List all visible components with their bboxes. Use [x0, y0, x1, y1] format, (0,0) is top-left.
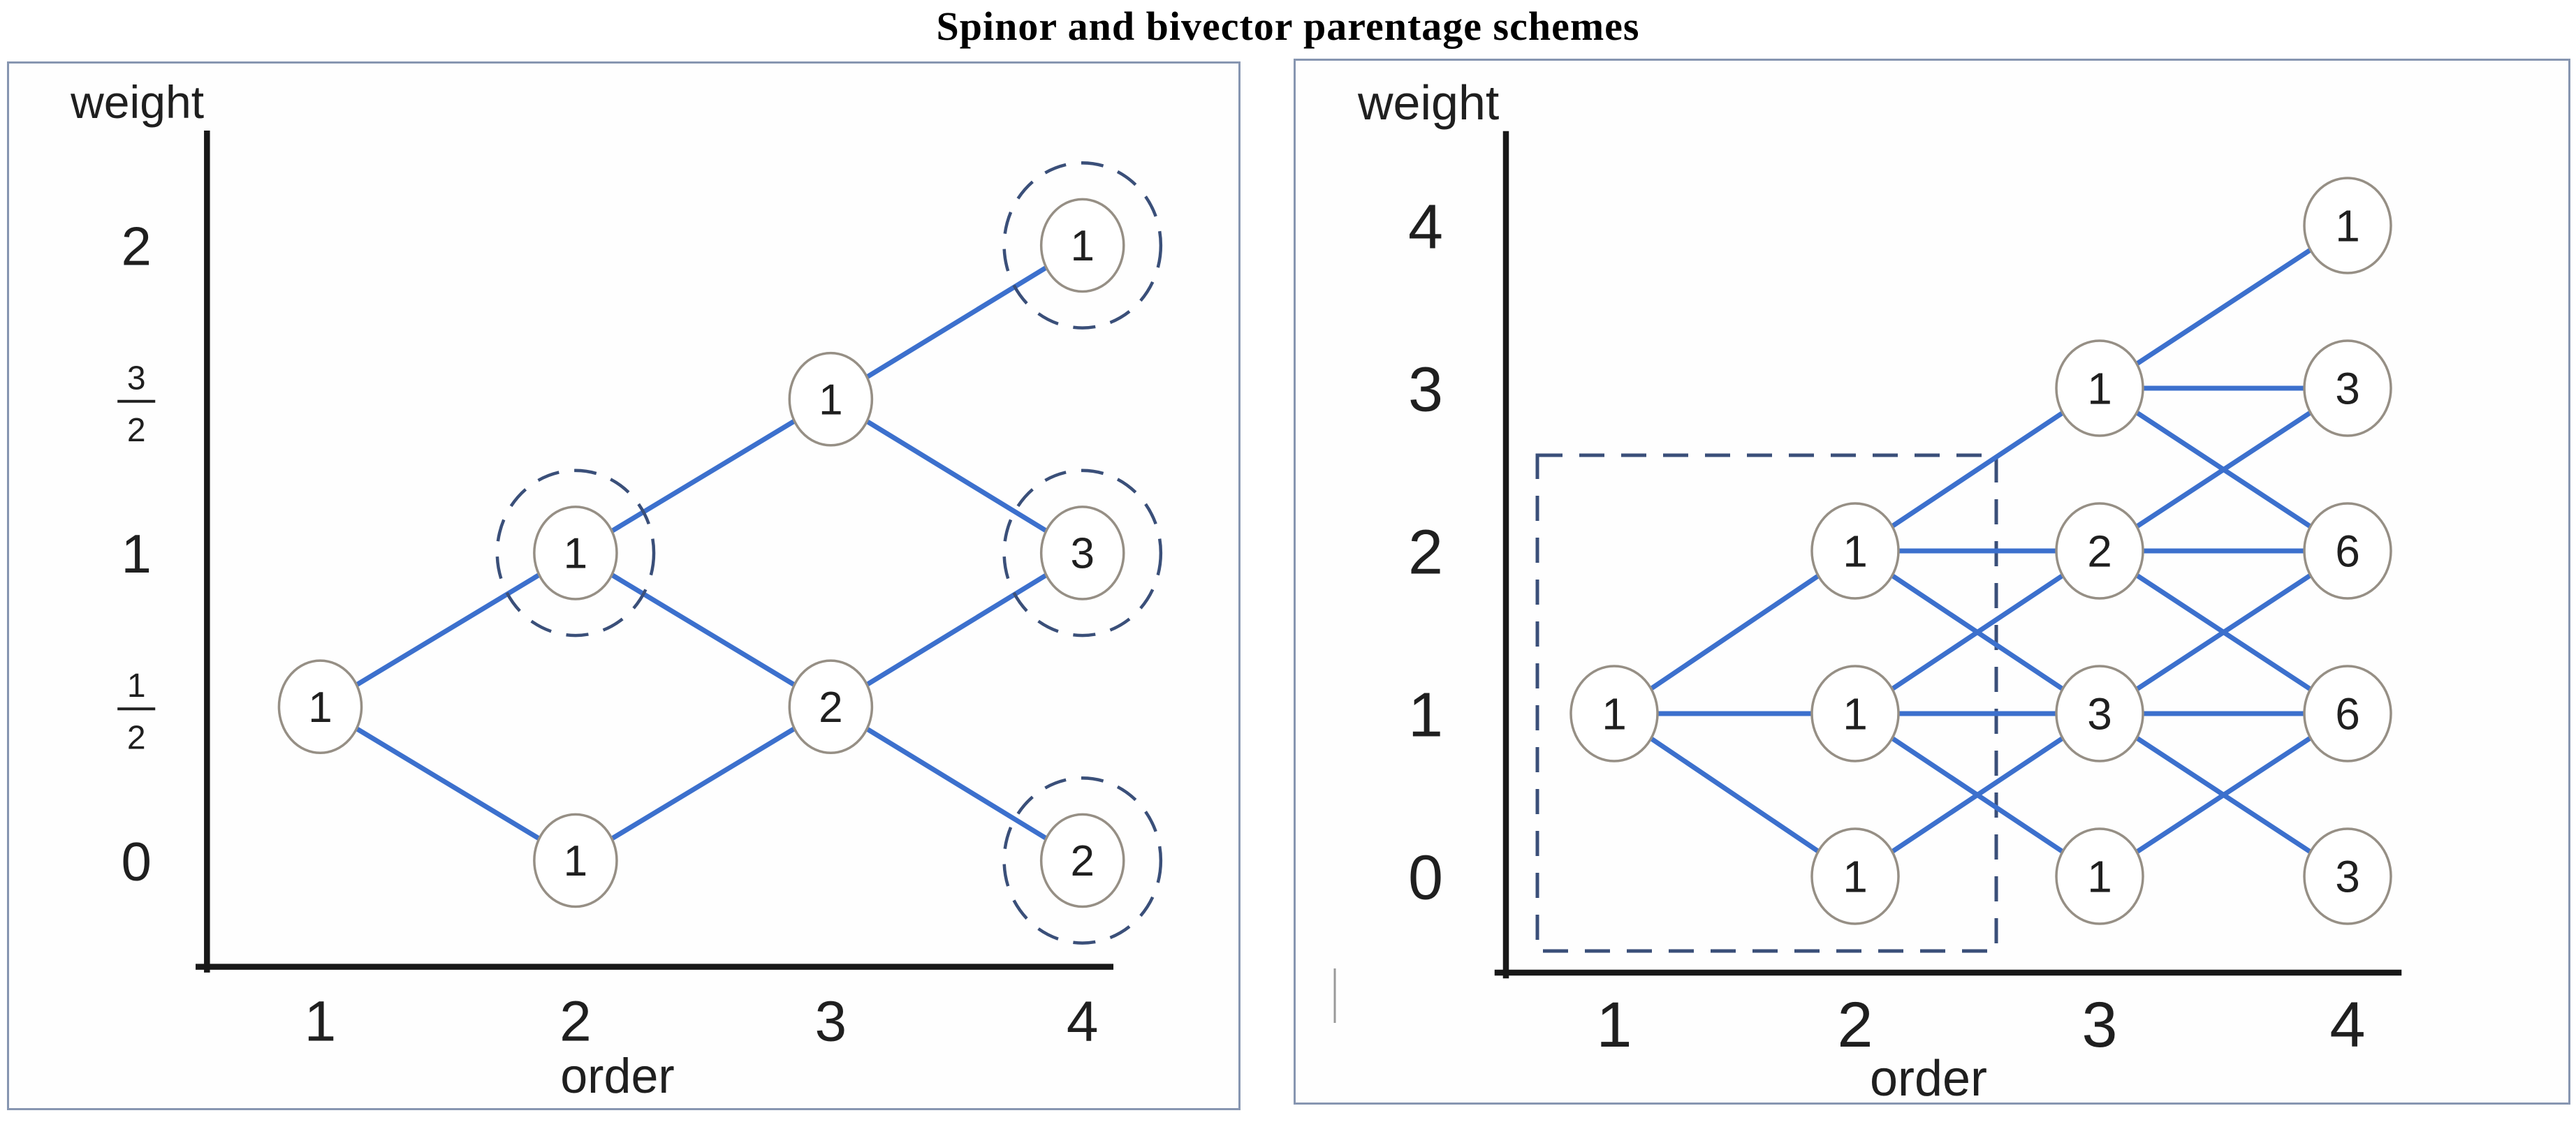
weight-tick-label: 4: [1408, 192, 1443, 262]
graph-node-circle: [2303, 339, 2392, 437]
graph-edge: [2097, 223, 2350, 391]
order-tick-label: 4: [1067, 990, 1099, 1054]
graph-edge: [2097, 711, 2350, 879]
weight-tick-label: 3: [1408, 355, 1443, 425]
graph-node-circle: [2303, 827, 2392, 925]
dashed-highlight-box: [1535, 453, 1998, 953]
graph-node-value: 1: [1070, 222, 1095, 270]
graph-node-value: 1: [564, 837, 588, 885]
graph-edge: [828, 242, 1085, 402]
graph-node-value: 3: [2335, 851, 2360, 901]
graph-edge: [1852, 711, 2102, 879]
order-tick-label: 3: [815, 990, 847, 1054]
order-tick-label: 1: [305, 990, 337, 1054]
weight-tick-label: 2: [121, 216, 151, 277]
graph-edge: [828, 550, 1085, 709]
graph-node-value: 3: [2335, 363, 2360, 413]
graph-node-circle: [1810, 665, 1900, 762]
graph-node-circle: [2303, 177, 2392, 274]
weight-tick-numerator: 3: [127, 360, 146, 397]
graph-node-value: 1: [2087, 363, 2112, 413]
graph-node-value: 1: [564, 530, 588, 578]
graph-node-circle: [2303, 665, 2392, 762]
graph-node-value: 1: [2087, 851, 2112, 901]
dashed-highlight-circle: [1002, 161, 1163, 330]
graph-node-circle: [1039, 198, 1125, 293]
graph-edge: [2097, 385, 2350, 554]
dashed-highlight-circle: [1002, 776, 1163, 945]
graph-node-circle: [1569, 665, 1659, 762]
graph-edge: [2097, 548, 2350, 716]
graph-node-circle: [2303, 502, 2392, 600]
graph-node-value: 2: [2087, 526, 2112, 576]
graph-node-value: 3: [2087, 688, 2112, 739]
graph-node-value: 2: [819, 684, 843, 732]
weight-axis-label: weight: [70, 77, 204, 128]
graph-node-circle: [1039, 506, 1125, 600]
bivector-graph-svg: weight order 4 3 2 1 0 1 2 3 4 1 1 1 1 1 2 3 1 1 3 6 6 3: [1333, 75, 2402, 1103]
graph-node-value: 1: [308, 684, 332, 732]
graph-node-circle: [277, 659, 363, 755]
dashed-highlight-circle: [1002, 469, 1163, 637]
weight-axis-label: weight: [1357, 75, 1499, 130]
weight-tick-denominator: 2: [127, 412, 146, 449]
graph-node-value: 1: [1843, 851, 1868, 901]
graph-node-value: 1: [1843, 688, 1868, 739]
graph-node-value: 1: [819, 376, 843, 424]
graph-node-circle: [1810, 827, 1900, 925]
graph-edge: [828, 397, 1085, 556]
graph-node-value: 1: [1602, 688, 1627, 739]
order-axis-label: order: [1870, 1051, 1987, 1103]
graph-edge: [1611, 711, 1858, 879]
graph-edge: [1852, 385, 2102, 554]
weight-tick-label: 2: [1408, 517, 1443, 587]
graph-node-circle: [2055, 827, 2144, 925]
graph-node-circle: [788, 659, 874, 755]
order-tick-label: 4: [2329, 989, 2365, 1061]
graph-node-value: 6: [2335, 526, 2360, 576]
weight-tick-denominator: 2: [127, 719, 146, 756]
weight-tick-label: 1: [1408, 680, 1443, 750]
weight-tick-label: 0: [1408, 843, 1443, 913]
graph-node-value: 6: [2335, 688, 2360, 739]
graph-node-circle: [1810, 502, 1900, 600]
graph-node-circle: [533, 506, 618, 600]
dashed-highlight-circle: [495, 469, 656, 637]
graph-edge: [318, 704, 578, 863]
graph-node-circle: [533, 813, 618, 908]
graph-edge: [573, 550, 833, 709]
graph-node-circle: [2055, 502, 2144, 600]
weight-tick-numerator: 1: [127, 668, 146, 705]
graph-edge: [828, 704, 1085, 863]
figure-title: Spinor and bivector parentage schemes: [936, 3, 1640, 49]
graph-node-value: 2: [1070, 837, 1095, 885]
graph-node-value: 1: [2335, 200, 2360, 251]
bivector-panel: weight order 4 3 2 1 0 1 2 3 4 1 1 1 1 1 2 3 1 1 3 6 6 3: [1294, 59, 2570, 1105]
order-axis-label: order: [560, 1049, 675, 1103]
graph-edge: [1852, 548, 2102, 716]
graph-node-circle: [2055, 665, 2144, 762]
graph-edge: [573, 704, 833, 863]
order-tick-label: 1: [1596, 989, 1632, 1061]
order-tick-label: 2: [1837, 989, 1873, 1061]
order-tick-label: 3: [2081, 989, 2117, 1061]
graph-edge: [573, 397, 833, 556]
graph-edge: [1611, 548, 1858, 716]
weight-tick-label: 1: [121, 523, 151, 584]
graph-node-circle: [788, 351, 874, 447]
order-tick-label: 2: [559, 990, 592, 1054]
graph-edge: [318, 550, 578, 709]
graph-node-circle: [2055, 339, 2144, 437]
graph-node-value: 1: [1843, 526, 1868, 576]
graph-node-value: 3: [1070, 530, 1095, 578]
graph-node-circle: [1039, 813, 1125, 908]
weight-tick-label: 0: [121, 831, 151, 892]
